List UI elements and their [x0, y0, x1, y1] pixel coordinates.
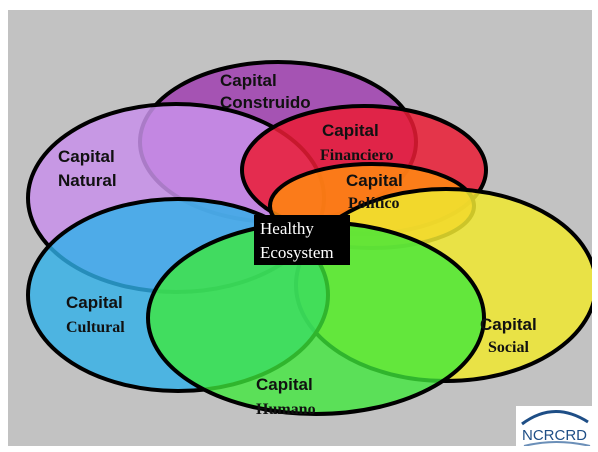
center-box	[254, 215, 350, 265]
center-label-line1: Healthy	[260, 219, 314, 238]
label-natural-line1: Capital	[58, 147, 115, 166]
logo-swoosh-icon	[521, 410, 589, 426]
label-humano-line1: Capital	[256, 375, 313, 394]
label-construido-line2: Construido	[220, 93, 311, 112]
label-financiero-line1: Capital	[322, 121, 379, 140]
label-natural-line2: Natural	[58, 171, 117, 190]
label-humano-line2: Humano	[256, 401, 316, 418]
ncrcrd-logo: NCRCRD	[516, 406, 592, 446]
label-social-line1: Capital	[480, 315, 537, 334]
label-social-line2: Social	[488, 339, 529, 356]
label-construido-line1: Capital	[220, 71, 277, 90]
venn-diagram: Capital Construido Capital Natural Capit…	[26, 60, 592, 446]
logo-text: NCRCRD	[522, 427, 587, 444]
label-cultural-line1: Capital	[66, 293, 123, 312]
center-label-line2: Ecosystem	[260, 243, 334, 262]
label-cultural-line2: Cultural	[66, 319, 125, 336]
label-financiero-line2: Financiero	[320, 147, 393, 164]
diagram-slide: Capital Construido Capital Natural Capit…	[8, 10, 592, 446]
label-politico-line1: Capital	[346, 171, 403, 190]
label-politico-line2: Político	[348, 195, 400, 212]
